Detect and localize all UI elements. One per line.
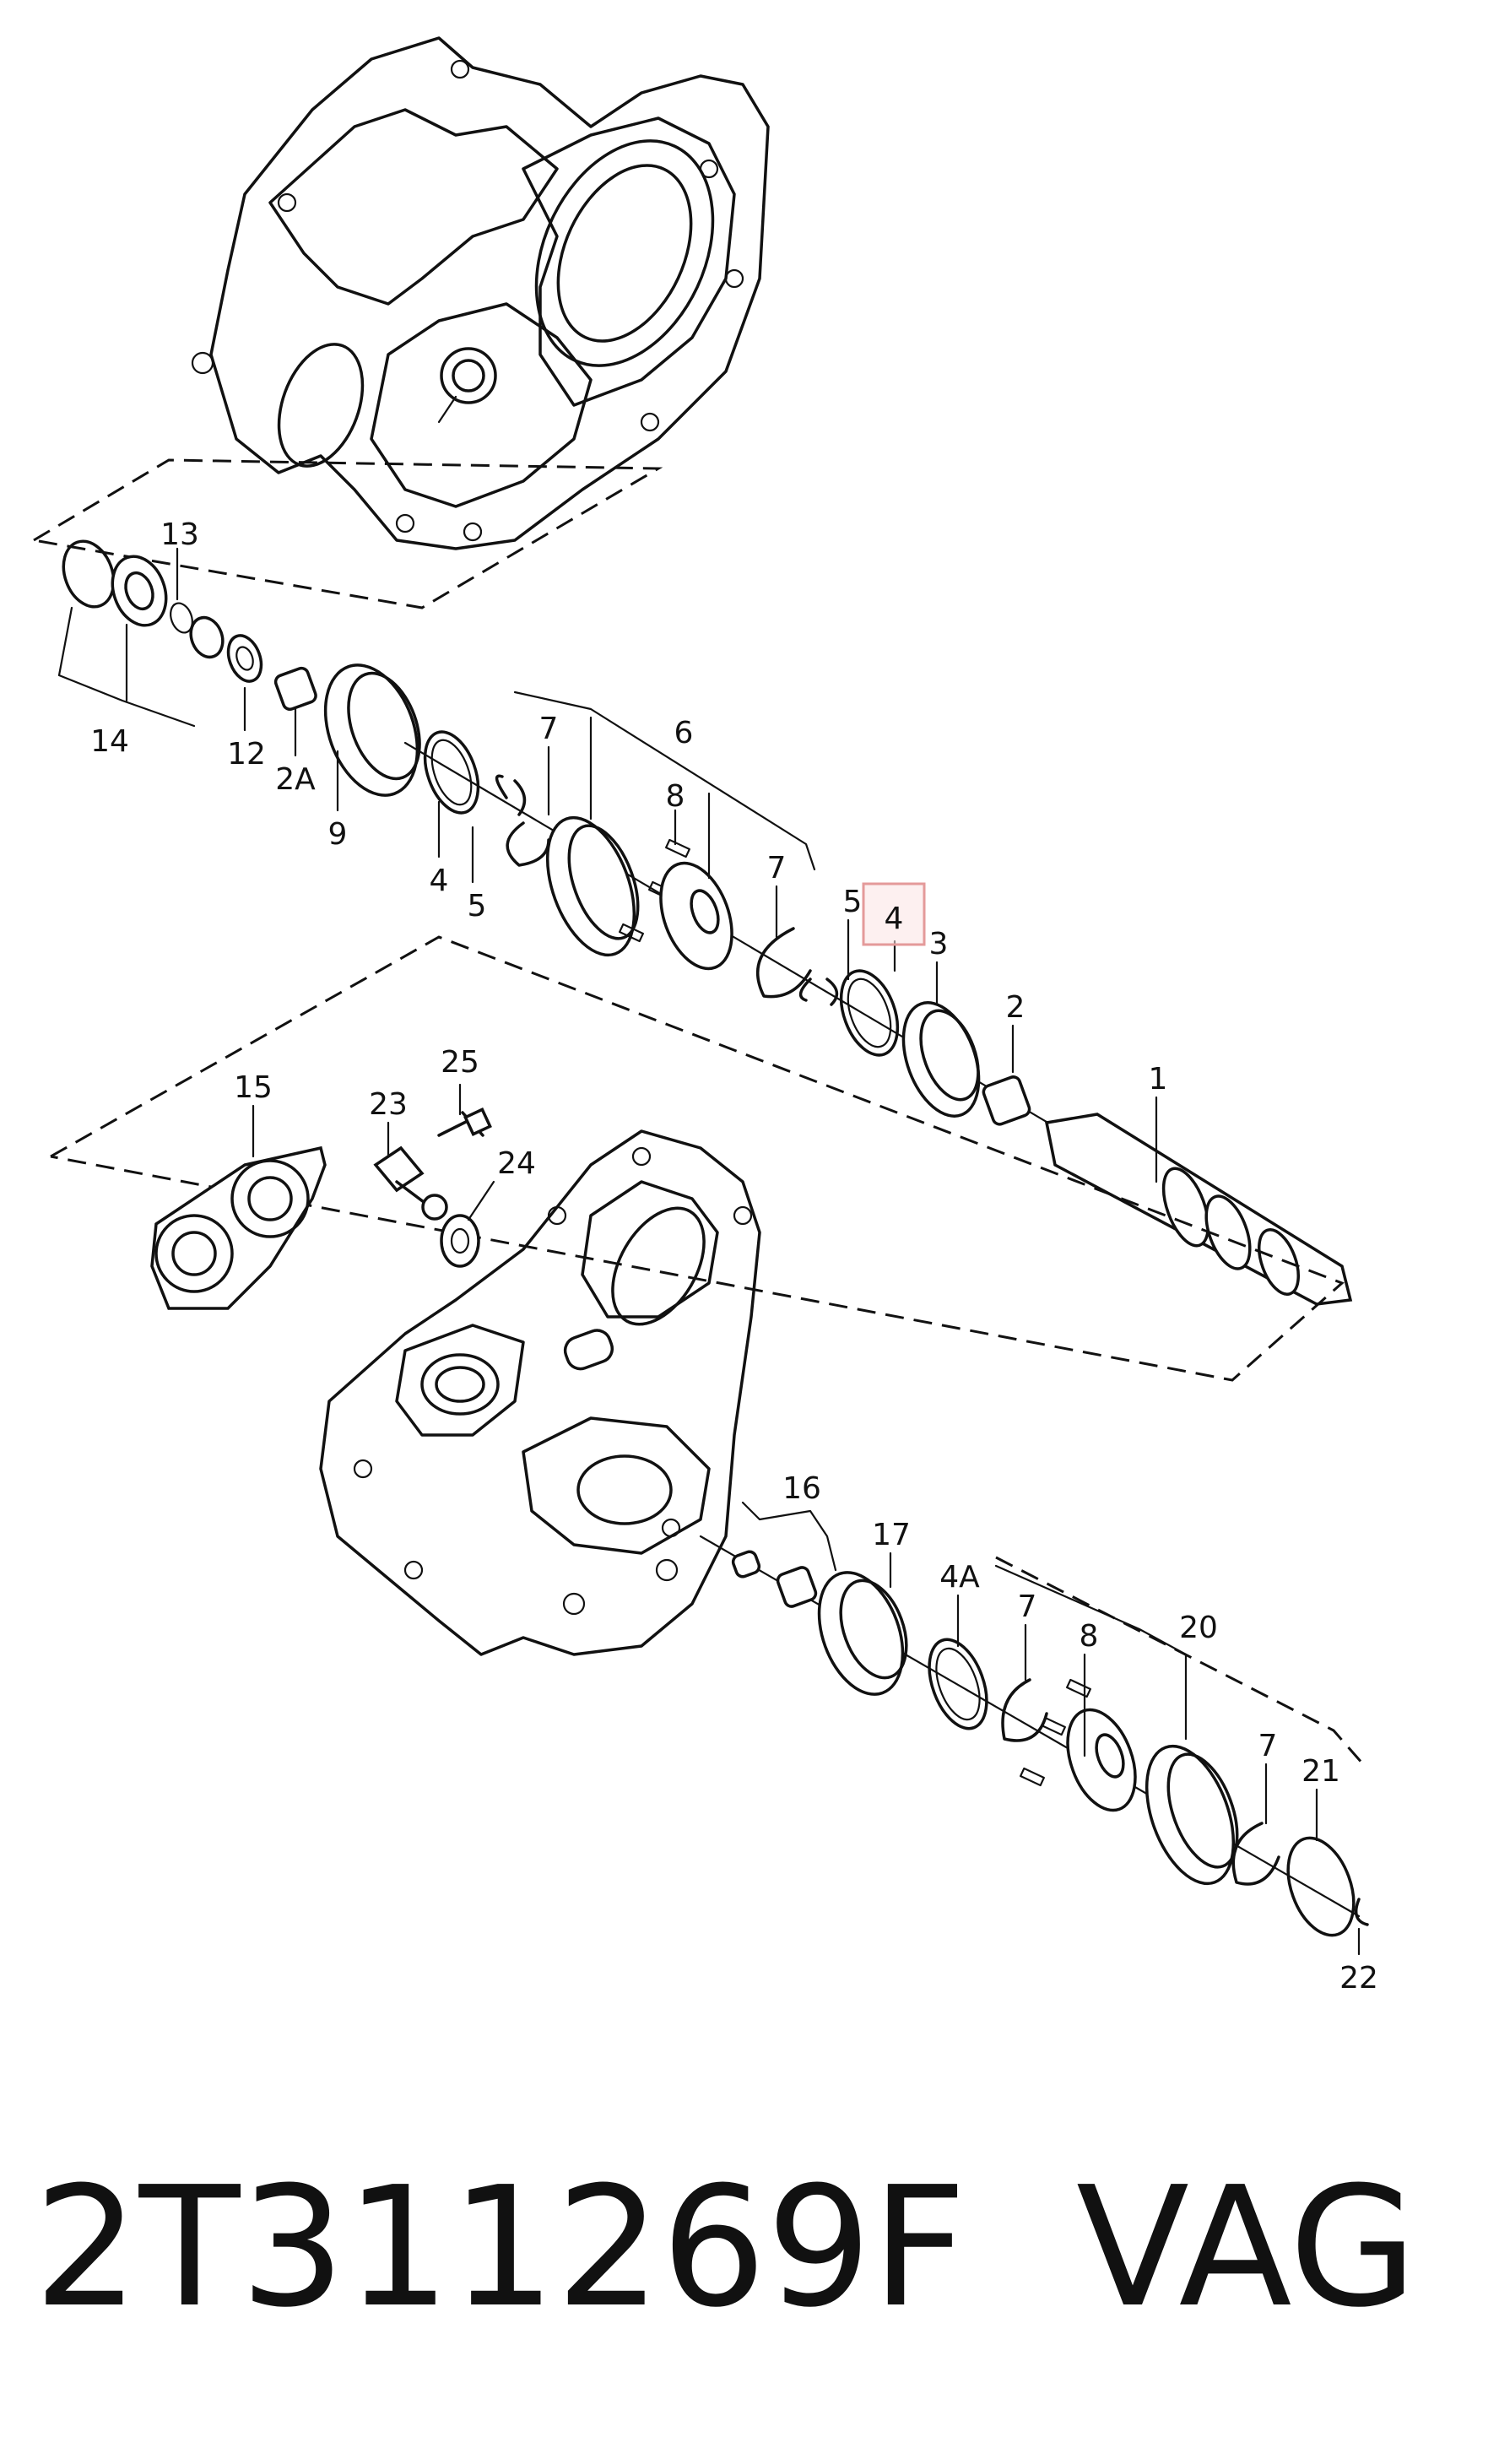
label-5-left: 5 bbox=[468, 889, 487, 923]
callout-labels: 13 14 12 2A 9 4 5 7 6 8 7 5 4 3 2 1 15 2… bbox=[90, 517, 1378, 1996]
brand-name: VAG bbox=[1076, 2152, 1417, 2344]
label-24: 24 bbox=[497, 1146, 536, 1181]
label-4-upper-left: 4 bbox=[430, 864, 449, 898]
lower-assembly-boundary bbox=[995, 1556, 1365, 1765]
part-number: 2T311269F bbox=[34, 2152, 966, 2344]
end-cover-parts bbox=[150, 1107, 492, 1310]
label-14: 14 bbox=[90, 724, 129, 759]
label-6: 6 bbox=[674, 716, 694, 750]
label-8-upper: 8 bbox=[666, 779, 685, 814]
label-21: 21 bbox=[1301, 1754, 1340, 1789]
label-23: 23 bbox=[369, 1087, 408, 1122]
label-25: 25 bbox=[441, 1045, 479, 1080]
label-4A: 4A bbox=[939, 1560, 980, 1595]
upper-shaft-parts bbox=[62, 539, 1353, 1306]
label-8-lower: 8 bbox=[1080, 1619, 1099, 1654]
label-7-lower-left: 7 bbox=[1018, 1589, 1037, 1624]
label-5-right: 5 bbox=[843, 885, 863, 919]
upper-assembly-boundary bbox=[33, 458, 663, 609]
highlight-box bbox=[862, 882, 926, 946]
label-7-upper-left: 7 bbox=[539, 712, 559, 746]
label-7-lower-right: 7 bbox=[1258, 1729, 1278, 1763]
label-15: 15 bbox=[234, 1070, 273, 1105]
upper-transmission-housing bbox=[191, 36, 770, 550]
label-3: 3 bbox=[929, 927, 949, 961]
label-2A: 2A bbox=[275, 762, 316, 797]
label-20: 20 bbox=[1179, 1611, 1218, 1645]
label-17: 17 bbox=[872, 1518, 911, 1552]
label-1: 1 bbox=[1149, 1062, 1168, 1097]
label-16: 16 bbox=[782, 1471, 821, 1506]
label-22: 22 bbox=[1339, 1961, 1378, 1996]
middle-assembly-boundary bbox=[50, 935, 1345, 1382]
label-12: 12 bbox=[227, 737, 266, 772]
lower-transmission-housing bbox=[319, 1129, 761, 1656]
label-2: 2 bbox=[1006, 990, 1025, 1025]
label-7-upper-right: 7 bbox=[767, 851, 787, 885]
label-9: 9 bbox=[328, 817, 348, 852]
leader-lines bbox=[57, 547, 1361, 1956]
label-13: 13 bbox=[160, 517, 199, 552]
label-4-target: 4 bbox=[885, 902, 904, 936]
